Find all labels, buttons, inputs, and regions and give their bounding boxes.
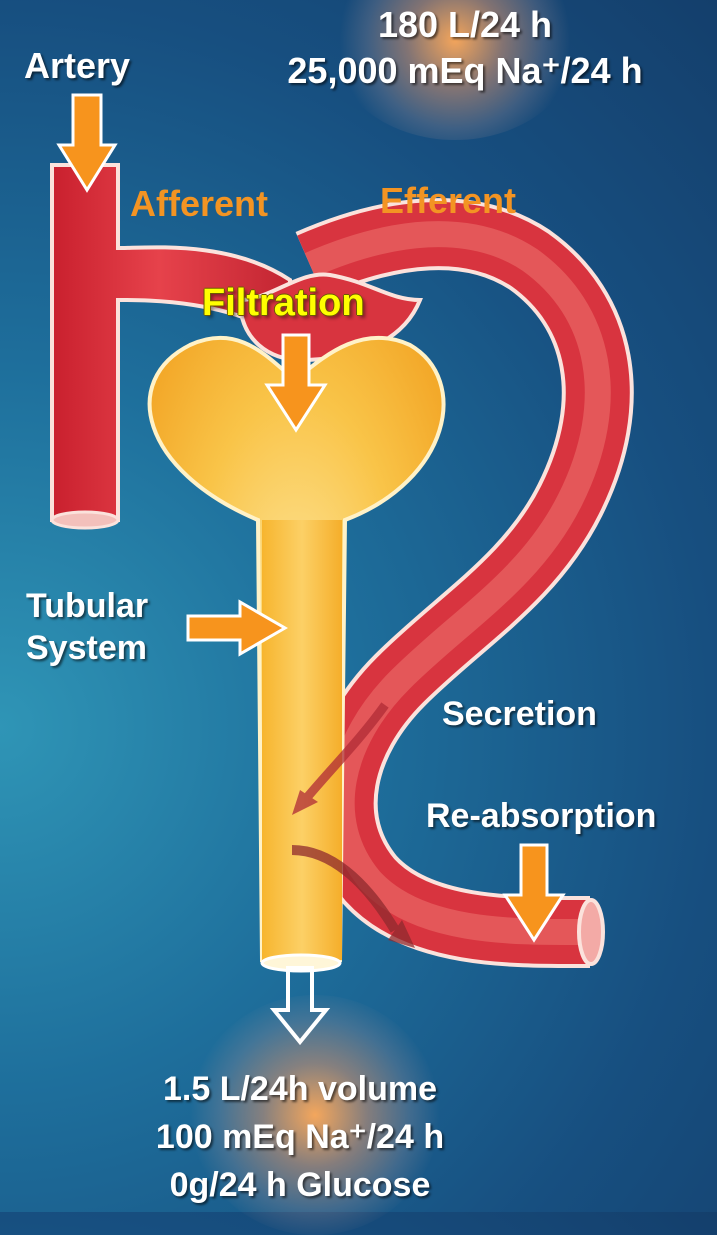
bottom-label: 1.5 L/24h volume 100 mEq Na⁺/24 h 0g/24 … bbox=[100, 1065, 500, 1209]
top-label: 180 L/24 h 25,000 mEq Na⁺/24 h bbox=[250, 2, 680, 94]
top-label-line1: 180 L/24 h bbox=[250, 2, 680, 48]
secretion-label: Secretion bbox=[442, 695, 597, 734]
tubular-system-label: Tubular System bbox=[26, 585, 148, 669]
bottom-label-line2: 100 mEq Na⁺/24 h bbox=[100, 1113, 500, 1161]
artery-label: Artery bbox=[24, 45, 130, 87]
afferent-label: Afferent bbox=[130, 183, 268, 225]
output-arrow bbox=[274, 968, 326, 1042]
reabsorption-label: Re-absorption bbox=[426, 797, 656, 836]
top-label-line2: 25,000 mEq Na⁺/24 h bbox=[250, 48, 680, 94]
efferent-label: Efferent bbox=[380, 180, 516, 222]
tubular-label-line2: System bbox=[26, 627, 148, 669]
filtration-label: Filtration bbox=[202, 282, 365, 325]
bottom-label-line1: 1.5 L/24h volume bbox=[100, 1065, 500, 1113]
bottom-label-line3: 0g/24 h Glucose bbox=[100, 1161, 500, 1209]
tubular-label-line1: Tubular bbox=[26, 585, 148, 627]
